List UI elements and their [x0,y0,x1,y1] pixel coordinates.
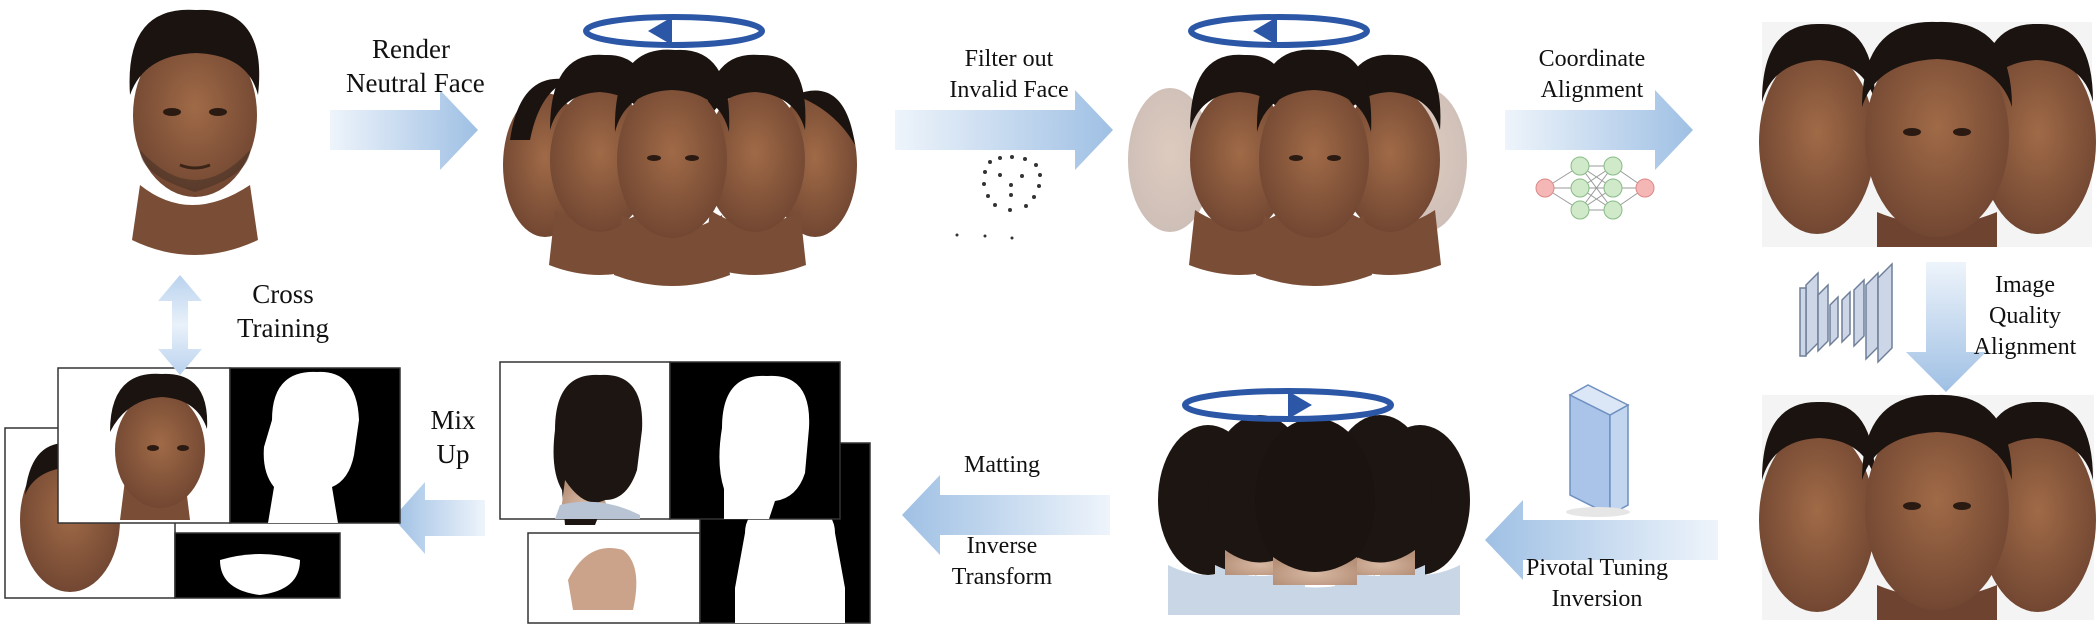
mixup-label-line1: Mix [430,405,476,435]
rotation-ring-icon [1188,14,1370,48]
filter-arrow [895,90,1113,170]
mixup-label-line2: Up [436,439,470,469]
pti-label-line1: Pivotal Tuning [1525,555,1669,581]
render-label-line1: Render [372,34,450,64]
image-quality-arrow [1906,262,1986,392]
matting-label: Matting [942,450,1062,481]
render-arrow [330,90,478,170]
image-quality-label: Image Quality Alignment [1955,270,2095,363]
render-label-line2: Neutral Face [346,68,485,98]
image-quality-label-line2: Quality [1989,303,2061,329]
matting-arrow [902,475,1110,555]
landmark-dots-icon [955,155,1042,240]
rotation-ring-icon [583,14,765,48]
cross-training-label-line2: Training [236,313,330,343]
neural-network-icon [1535,156,1655,220]
pti-arrow [1485,500,1718,580]
pti-label: Pivotal Tuning Inversion [1512,553,1682,615]
image-quality-label-line3: Alignment [1973,334,2077,360]
rotation-ring-icon [1182,388,1394,422]
neutral-face-image [129,9,260,255]
aligned-faces-image [1759,21,2096,247]
prism-icon [1566,384,1630,517]
rendered-faces-image [503,49,857,286]
coordinate-arrow [1505,90,1693,170]
cnn-layers-icon [1799,262,1893,364]
inverse-label-line2: Transform [951,564,1053,590]
quality-aligned-faces-image [1759,394,2096,620]
coord-label: Coordinate Alignment [1522,44,1662,106]
coord-label-line1: Coordinate [1538,46,1646,72]
coord-label-line2: Alignment [1540,77,1644,103]
matting-cards [499,361,871,624]
mixup-cards [4,367,401,599]
filter-label-line2: Invalid Face [949,77,1069,103]
mixup-label: Mix Up [418,403,488,471]
render-label: Render Neutral Face [346,32,485,100]
pti-label-line2: Inversion [1551,586,1643,612]
matting-label-text: Matting [964,452,1040,478]
filter-label-line1: Filter out [964,46,1054,72]
filter-label: Filter out Invalid Face [934,44,1084,106]
back-head-views-image [1158,415,1470,615]
inverse-label: Inverse Transform [932,531,1072,593]
cross-training-label: Cross Training [223,277,343,345]
filtered-faces-image [1128,49,1467,286]
inverse-label-line1: Inverse [966,533,1038,559]
cross-training-label-line1: Cross [252,279,314,309]
image-quality-label-line1: Image [1995,272,2055,298]
mixup-arrow [393,482,485,554]
cross-training-arrow [158,275,202,375]
